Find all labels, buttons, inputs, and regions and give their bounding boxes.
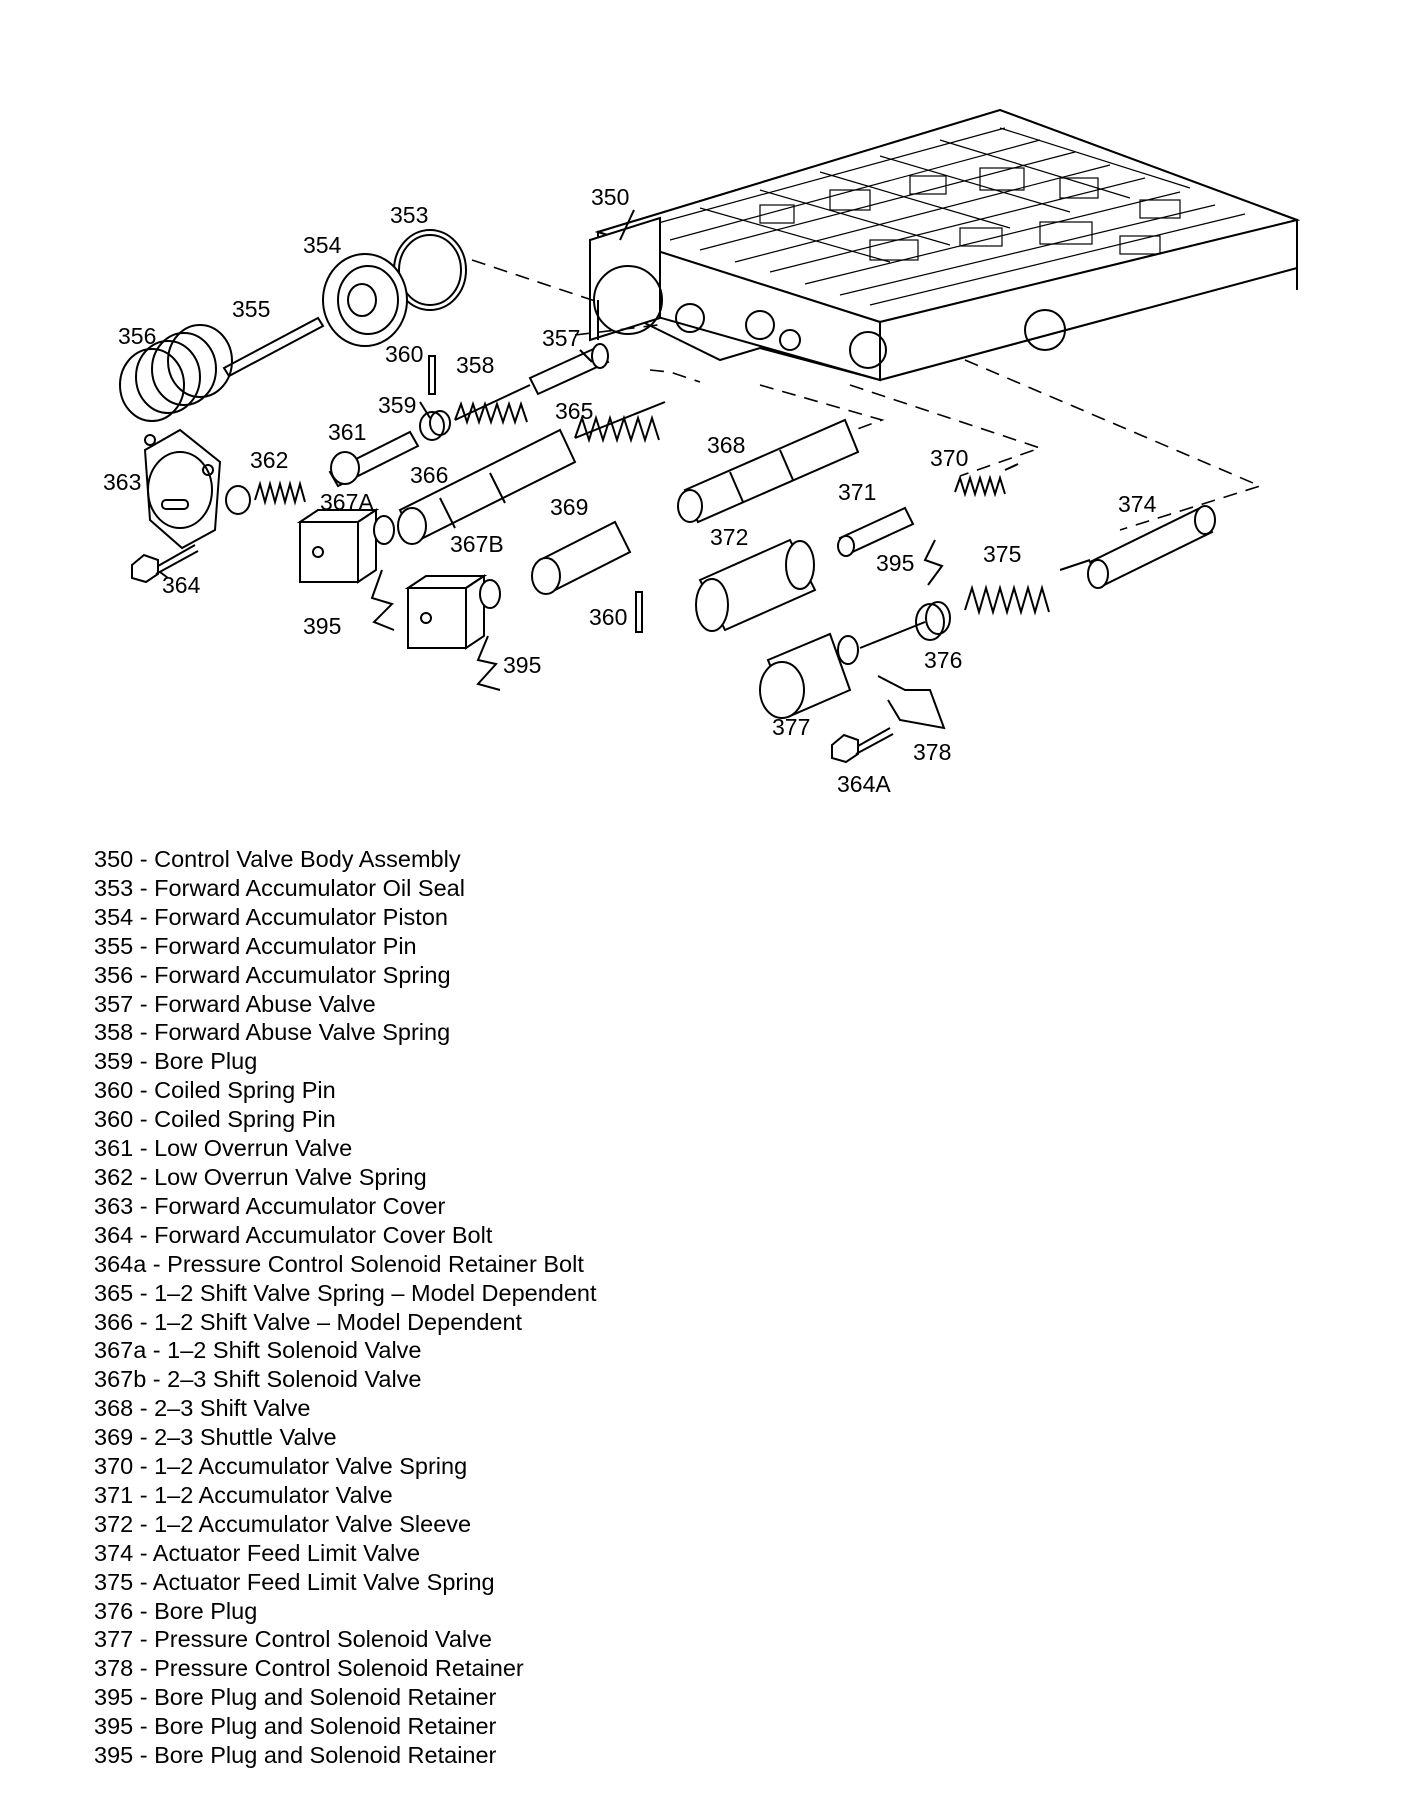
callout-365: 365 — [555, 398, 593, 424]
legend-item: 377 - Pressure Control Solenoid Valve — [94, 1626, 492, 1653]
bore-plug-solenoid-retainer-clip-1 — [370, 569, 395, 631]
pressure-control-solenoid-retainer-bolt — [831, 727, 894, 764]
legend-item: 361 - Low Overrun Valve — [94, 1135, 353, 1162]
forward-abuse-valve — [528, 343, 610, 396]
callout-366: 366 — [410, 462, 448, 488]
accumulator-valve-1-2 — [837, 506, 915, 557]
callout-367B: 367B — [450, 531, 504, 557]
shift-solenoid-valve-1-2 — [296, 508, 395, 584]
bore-plug-359 — [419, 410, 451, 441]
legend-item: 357 - Forward Abuse Valve — [94, 990, 376, 1017]
accumulator-valve-spring-1-2 — [954, 463, 1019, 498]
legend-item: 369 - 2–3 Shuttle Valve — [94, 1424, 337, 1451]
callout-377: 377 — [772, 714, 810, 740]
shift-valve-spring-1-2 — [574, 401, 666, 444]
legend-item: 364a - Pressure Control Solenoid Retaine… — [94, 1250, 584, 1277]
legend-item: 350 - Control Valve Body Assembly — [94, 846, 461, 872]
callout-395-c: 395 — [876, 550, 914, 576]
callout-371: 371 — [838, 479, 876, 505]
legend-item: 395 - Bore Plug and Solenoid Retainer — [94, 1742, 497, 1769]
coiled-spring-pin-lower — [635, 591, 643, 633]
legend-item: 378 - Pressure Control Solenoid Retainer — [94, 1655, 524, 1682]
legend-item: 353 - Forward Accumulator Oil Seal — [94, 874, 465, 901]
legend-item: 364 - Forward Accumulator Cover Bolt — [94, 1221, 493, 1248]
actuator-feed-limit-valve-spring — [964, 559, 1091, 616]
forward-accumulator-cover — [143, 428, 251, 550]
legend-item: 395 - Bore Plug and Solenoid Retainer — [94, 1713, 497, 1740]
callout-374: 374 — [1118, 491, 1157, 517]
callout-354: 354 — [303, 232, 342, 258]
legend-item: 363 - Forward Accumulator Cover — [94, 1192, 446, 1219]
legend-item: 362 - Low Overrun Valve Spring — [94, 1163, 427, 1190]
callout-360-lower: 360 — [589, 604, 627, 630]
legend-item: 356 - Forward Accumulator Spring — [94, 961, 451, 988]
bore-plug-solenoid-retainer-clip-3 — [923, 539, 944, 586]
legend-item: 360 - Coiled Spring Pin — [94, 1077, 336, 1104]
legend-item: 367a - 1–2 Shift Solenoid Valve — [94, 1337, 422, 1364]
callout-367A: 367A — [320, 489, 374, 515]
callout-356: 356 — [118, 323, 156, 349]
shift-valve-2-3 — [677, 418, 860, 524]
callout-355: 355 — [232, 296, 270, 322]
legend-item: 358 - Forward Abuse Valve Spring — [94, 1019, 451, 1046]
callouts: 350 353 354 355 356 357 358 359 360 361 … — [103, 184, 1157, 797]
forward-accumulator-pin — [222, 316, 325, 378]
legend-item: 359 - Bore Plug — [94, 1048, 258, 1075]
callout-372: 372 — [710, 524, 748, 550]
callout-369: 369 — [550, 494, 588, 520]
legend-item: 370 - 1–2 Accumulator Valve Spring — [94, 1453, 468, 1480]
parts-legend: 350 - Control Valve Body Assembly 353 - … — [94, 845, 597, 1770]
legend-item: 376 - Bore Plug — [94, 1597, 258, 1624]
legend-item: 374 - Actuator Feed Limit Valve — [94, 1539, 421, 1566]
leader-lines — [159, 209, 635, 579]
callout-376: 376 — [924, 647, 962, 673]
low-overrun-valve — [328, 430, 420, 488]
legend-item: 367b - 2–3 Shift Solenoid Valve — [94, 1366, 422, 1393]
callout-364A: 364A — [837, 771, 891, 797]
control-valve-body-assembly — [589, 108, 1301, 382]
accumulator-valve-sleeve-1-2 — [695, 538, 817, 632]
legend-item: 354 - Forward Accumulator Piston — [94, 903, 448, 930]
callout-370: 370 — [930, 445, 968, 471]
legend-item: 375 - Actuator Feed Limit Valve Spring — [94, 1568, 495, 1595]
callout-350: 350 — [591, 184, 629, 210]
legend-item: 368 - 2–3 Shift Valve — [94, 1395, 311, 1422]
callout-357: 357 — [542, 325, 580, 351]
legend-item: 360 - Coiled Spring Pin — [94, 1106, 336, 1133]
legend-item: 365 - 1–2 Shift Valve Spring – Model Dep… — [94, 1279, 597, 1306]
callout-353: 353 — [390, 202, 428, 228]
callout-362: 362 — [250, 447, 288, 473]
callout-364: 364 — [162, 572, 201, 598]
forward-accumulator-spring — [119, 324, 233, 422]
forward-accumulator-cover-bolt — [131, 544, 199, 584]
actuator-feed-limit-valve — [1087, 505, 1216, 589]
callout-359: 359 — [378, 392, 416, 418]
coiled-spring-pin-upper — [428, 355, 436, 395]
forward-accumulator-piston — [322, 253, 408, 347]
pressure-control-solenoid-valve — [759, 621, 926, 719]
shift-solenoid-valve-2-3 — [404, 574, 501, 650]
callout-395-a: 395 — [303, 613, 341, 639]
callout-368: 368 — [707, 432, 745, 458]
legend-item: 355 - Forward Accumulator Pin — [94, 932, 417, 959]
bore-plug-solenoid-retainer-clip-2 — [476, 635, 501, 691]
callout-375: 375 — [983, 541, 1021, 567]
legend-item: 366 - 1–2 Shift Valve – Model Dependent — [94, 1308, 523, 1335]
pressure-control-solenoid-retainer — [877, 675, 946, 730]
shift-valve-1-2 — [397, 428, 577, 545]
legend-item: 395 - Bore Plug and Solenoid Retainer — [94, 1684, 497, 1711]
exploded-view-diagram: 350 353 354 355 356 357 358 359 360 361 … — [103, 108, 1301, 797]
legend-item: 371 - 1–2 Accumulator Valve — [94, 1481, 393, 1508]
bore-plug-376 — [915, 601, 951, 641]
callout-358: 358 — [456, 352, 494, 378]
callout-363: 363 — [103, 469, 141, 495]
low-overrun-valve-spring — [254, 480, 306, 506]
legend-item: 372 - 1–2 Accumulator Valve Sleeve — [94, 1510, 472, 1537]
forward-abuse-valve-spring — [454, 384, 531, 426]
callout-378: 378 — [913, 739, 951, 765]
callout-361: 361 — [328, 419, 366, 445]
callout-395-b: 395 — [503, 652, 541, 678]
callout-360-upper: 360 — [385, 341, 423, 367]
shuttle-valve-2-3 — [531, 520, 632, 595]
